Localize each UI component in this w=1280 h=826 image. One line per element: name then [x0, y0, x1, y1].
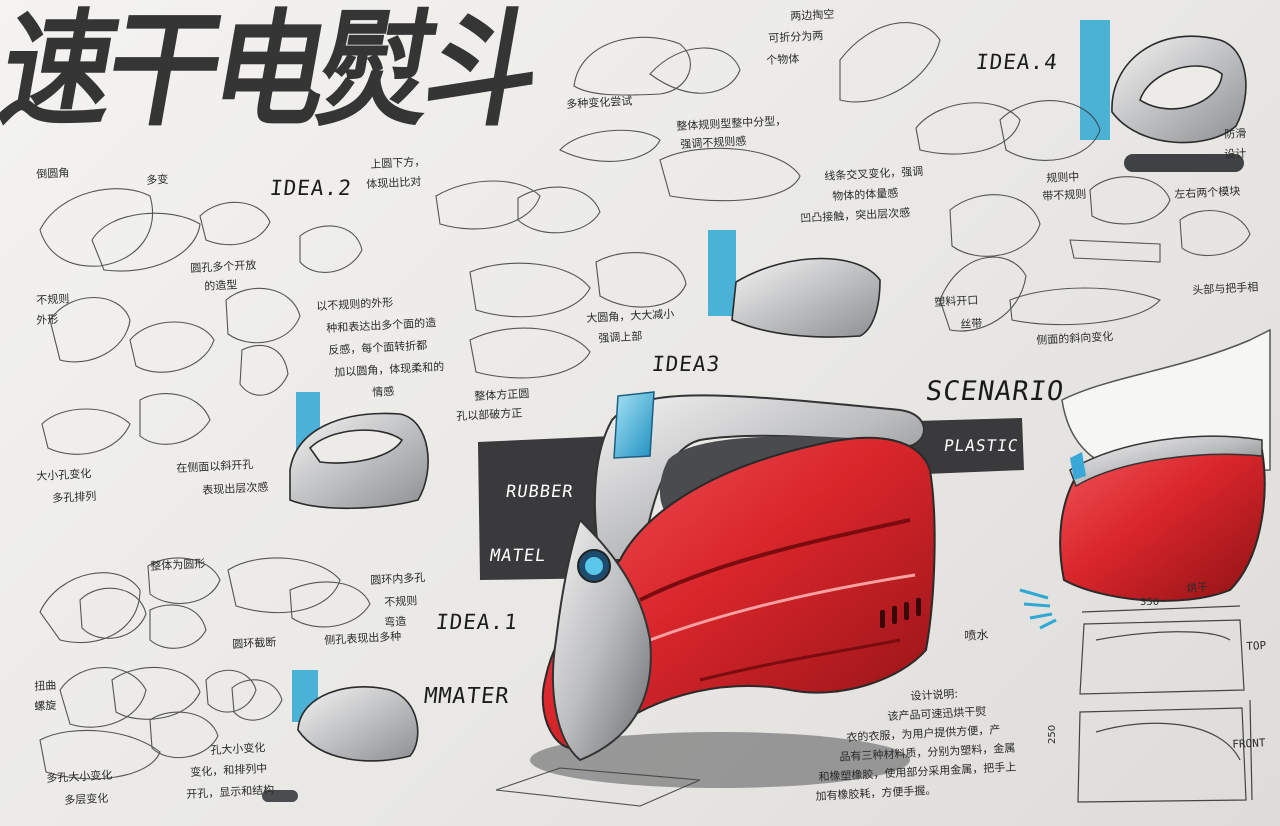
- note-hollow-sides: 两边掏空: [790, 7, 835, 23]
- pencil-sketches: [39, 22, 1251, 807]
- note-multi-layer: 多层变化: [64, 791, 109, 807]
- note-hole-array: 多孔排列: [52, 489, 97, 505]
- label-rubber: RUBBER: [504, 482, 575, 502]
- note-round-corner: 倒圆角: [36, 166, 70, 181]
- note-ring-cut: 圆环截断: [232, 635, 277, 651]
- heading-scenario: SCENARIO: [923, 376, 1067, 407]
- note-emotion: 情感: [372, 384, 395, 399]
- note-plastic-opening: 塑料开口: [934, 293, 979, 309]
- note-curved: 弯造: [384, 614, 407, 629]
- note-design: 设计: [1224, 146, 1247, 161]
- note-round-overall: 整体为圆形: [150, 557, 206, 573]
- marker-accents: [262, 20, 1244, 802]
- view-front: FRONT: [1232, 736, 1266, 751]
- label-plastic: PLASTIC: [942, 436, 1020, 455]
- note-holes-in-ring: 圆环内多孔: [370, 571, 426, 587]
- note-outline: 外形: [36, 312, 59, 327]
- note-anti-slip: 防滑: [1224, 126, 1247, 141]
- label-matel: MATEL: [488, 546, 548, 566]
- page-title: 速干电熨斗: [0, 0, 546, 144]
- note-objects: 个物体: [766, 52, 800, 67]
- note-hole-size: 孔大小变化: [210, 741, 266, 757]
- dim-width: 350: [1140, 597, 1160, 608]
- note-twist: 扭曲: [34, 678, 57, 693]
- heading-idea3: IDEA3: [650, 352, 722, 376]
- main-iron-render: [530, 391, 936, 788]
- note-contrast: 体现出比对: [366, 175, 422, 191]
- grey-concept-renders: [289, 35, 1247, 762]
- note-stress-top: 强调上部: [598, 329, 643, 345]
- note-irregular-3: 不规则: [384, 594, 418, 609]
- dim-height: 250: [1047, 724, 1058, 744]
- heading-idea4: IDEA.4: [974, 50, 1060, 74]
- note-square-round: 整体方正圆: [474, 387, 530, 403]
- note-round-top: 上圆下方，: [370, 155, 426, 171]
- note-varied: 多变: [146, 172, 169, 187]
- note-regular: 规则中: [1046, 170, 1080, 185]
- note-irregular-2: 不规则: [36, 292, 70, 307]
- note-irregular: 带不规则: [1042, 187, 1087, 203]
- view-top: TOP: [1246, 638, 1267, 653]
- note-size-holes: 大小孔变化: [36, 467, 92, 483]
- design-description: 设计说明: 该产品可速迅烘干熨 衣的衣服，为用户提供方便，产 品有三种材料质，分…: [815, 682, 1018, 804]
- scenario-render: [1019, 328, 1271, 803]
- note-dry: 烘干: [1186, 580, 1209, 595]
- note-ribbon: 丝带: [960, 316, 983, 331]
- heading-idea2: IDEA.2: [268, 176, 354, 200]
- note-split-two: 可折分为两: [768, 29, 824, 45]
- note-spray: 喷水: [964, 627, 989, 643]
- note-spiral: 螺旋: [34, 698, 57, 713]
- heading-mmater: MMATER: [422, 684, 511, 709]
- note-shape: 的造型: [204, 278, 238, 293]
- heading-idea1: IDEA.1: [434, 610, 520, 634]
